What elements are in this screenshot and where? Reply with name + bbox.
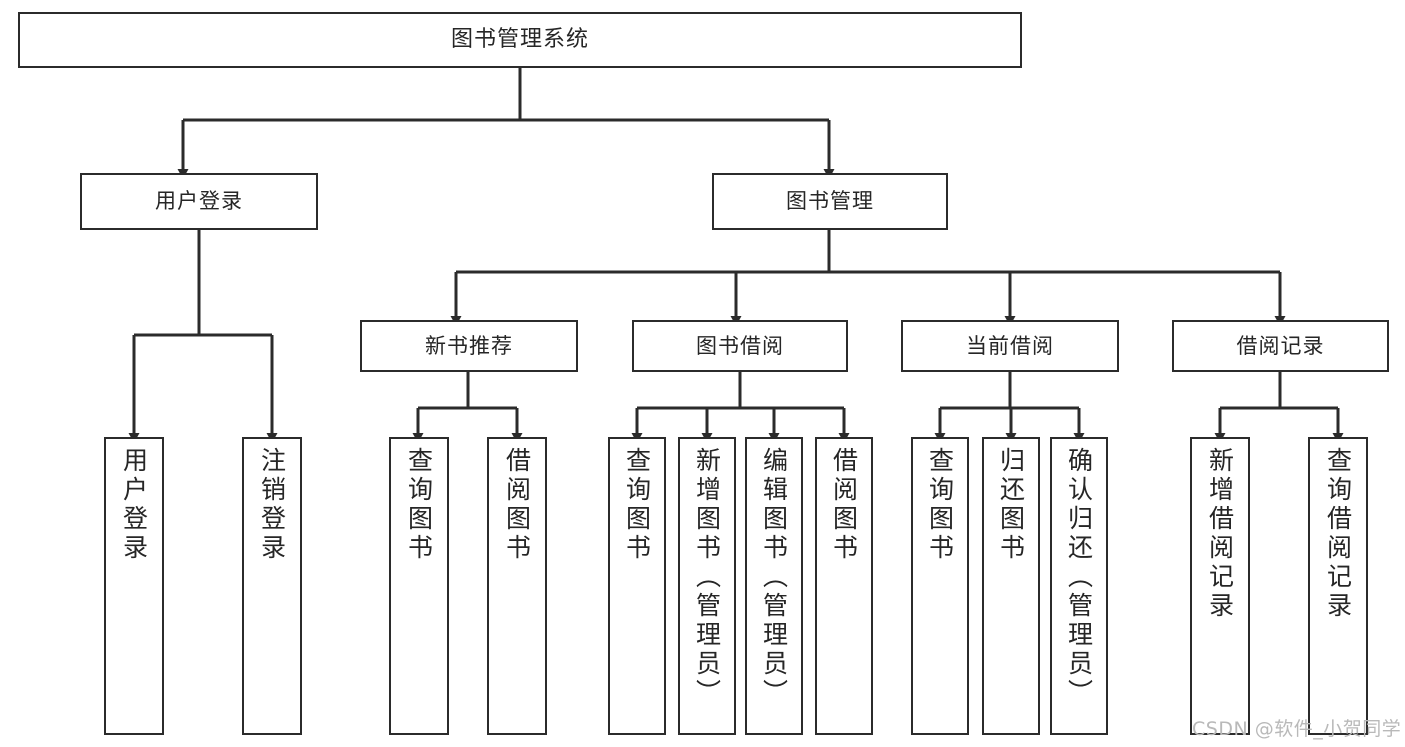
node-book-borrow[interactable]: 图书借阅 (632, 320, 848, 372)
node-label: 查询借阅记录 (1323, 447, 1353, 621)
node-new-book-rec[interactable]: 新书推荐 (360, 320, 578, 372)
node-label: 借阅记录 (1236, 333, 1325, 358)
node-book-manage[interactable]: 图书管理 (712, 173, 948, 230)
node-label: 图书管理 (786, 189, 874, 214)
node-leaf-rec-borrow[interactable]: 借阅图书 (487, 437, 547, 735)
node-leaf-cur-confirm[interactable]: 确认归还（管理员） (1050, 437, 1108, 735)
node-label: 图书管理系统 (450, 27, 589, 53)
node-label: 确认归还（管理员） (1064, 447, 1094, 708)
node-leaf-rec-add[interactable]: 新增借阅记录 (1190, 437, 1250, 735)
node-label: 新增图书（管理员） (692, 447, 722, 708)
node-user-login[interactable]: 用户登录 (80, 173, 318, 230)
node-leaf-rec-query2[interactable]: 查询借阅记录 (1308, 437, 1368, 735)
watermark: CSDN @软件_小贺同学 (1192, 718, 1402, 740)
node-leaf-user-logout[interactable]: 注销登录 (242, 437, 302, 735)
node-leaf-cur-query[interactable]: 查询图书 (911, 437, 969, 735)
node-label: 借阅图书 (502, 447, 532, 563)
node-label: 用户登录 (155, 189, 243, 214)
node-root[interactable]: 图书管理系统 (18, 12, 1022, 68)
node-label: 编辑图书（管理员） (759, 447, 789, 708)
node-label: 图书借阅 (696, 333, 784, 358)
node-label: 当前借阅 (966, 333, 1054, 358)
node-label: 新增借阅记录 (1205, 447, 1235, 621)
node-borrow-record[interactable]: 借阅记录 (1172, 320, 1389, 372)
node-label: 查询图书 (925, 447, 955, 563)
node-leaf-user-login[interactable]: 用户登录 (104, 437, 164, 735)
node-label: 注销登录 (257, 447, 287, 563)
node-label: 查询图书 (622, 447, 652, 563)
node-leaf-borrow-edit[interactable]: 编辑图书（管理员） (745, 437, 803, 735)
node-label: 归还图书 (996, 447, 1026, 563)
node-label: 借阅图书 (829, 447, 859, 563)
node-label: 查询图书 (404, 447, 434, 563)
node-leaf-rec-query[interactable]: 查询图书 (389, 437, 449, 735)
node-label: 新书推荐 (425, 333, 513, 358)
node-leaf-borrow-query[interactable]: 查询图书 (608, 437, 666, 735)
node-leaf-borrow-add[interactable]: 新增图书（管理员） (678, 437, 736, 735)
node-leaf-cur-return[interactable]: 归还图书 (982, 437, 1040, 735)
node-leaf-borrow-do[interactable]: 借阅图书 (815, 437, 873, 735)
node-current-borrow[interactable]: 当前借阅 (901, 320, 1119, 372)
node-label: 用户登录 (119, 447, 149, 563)
